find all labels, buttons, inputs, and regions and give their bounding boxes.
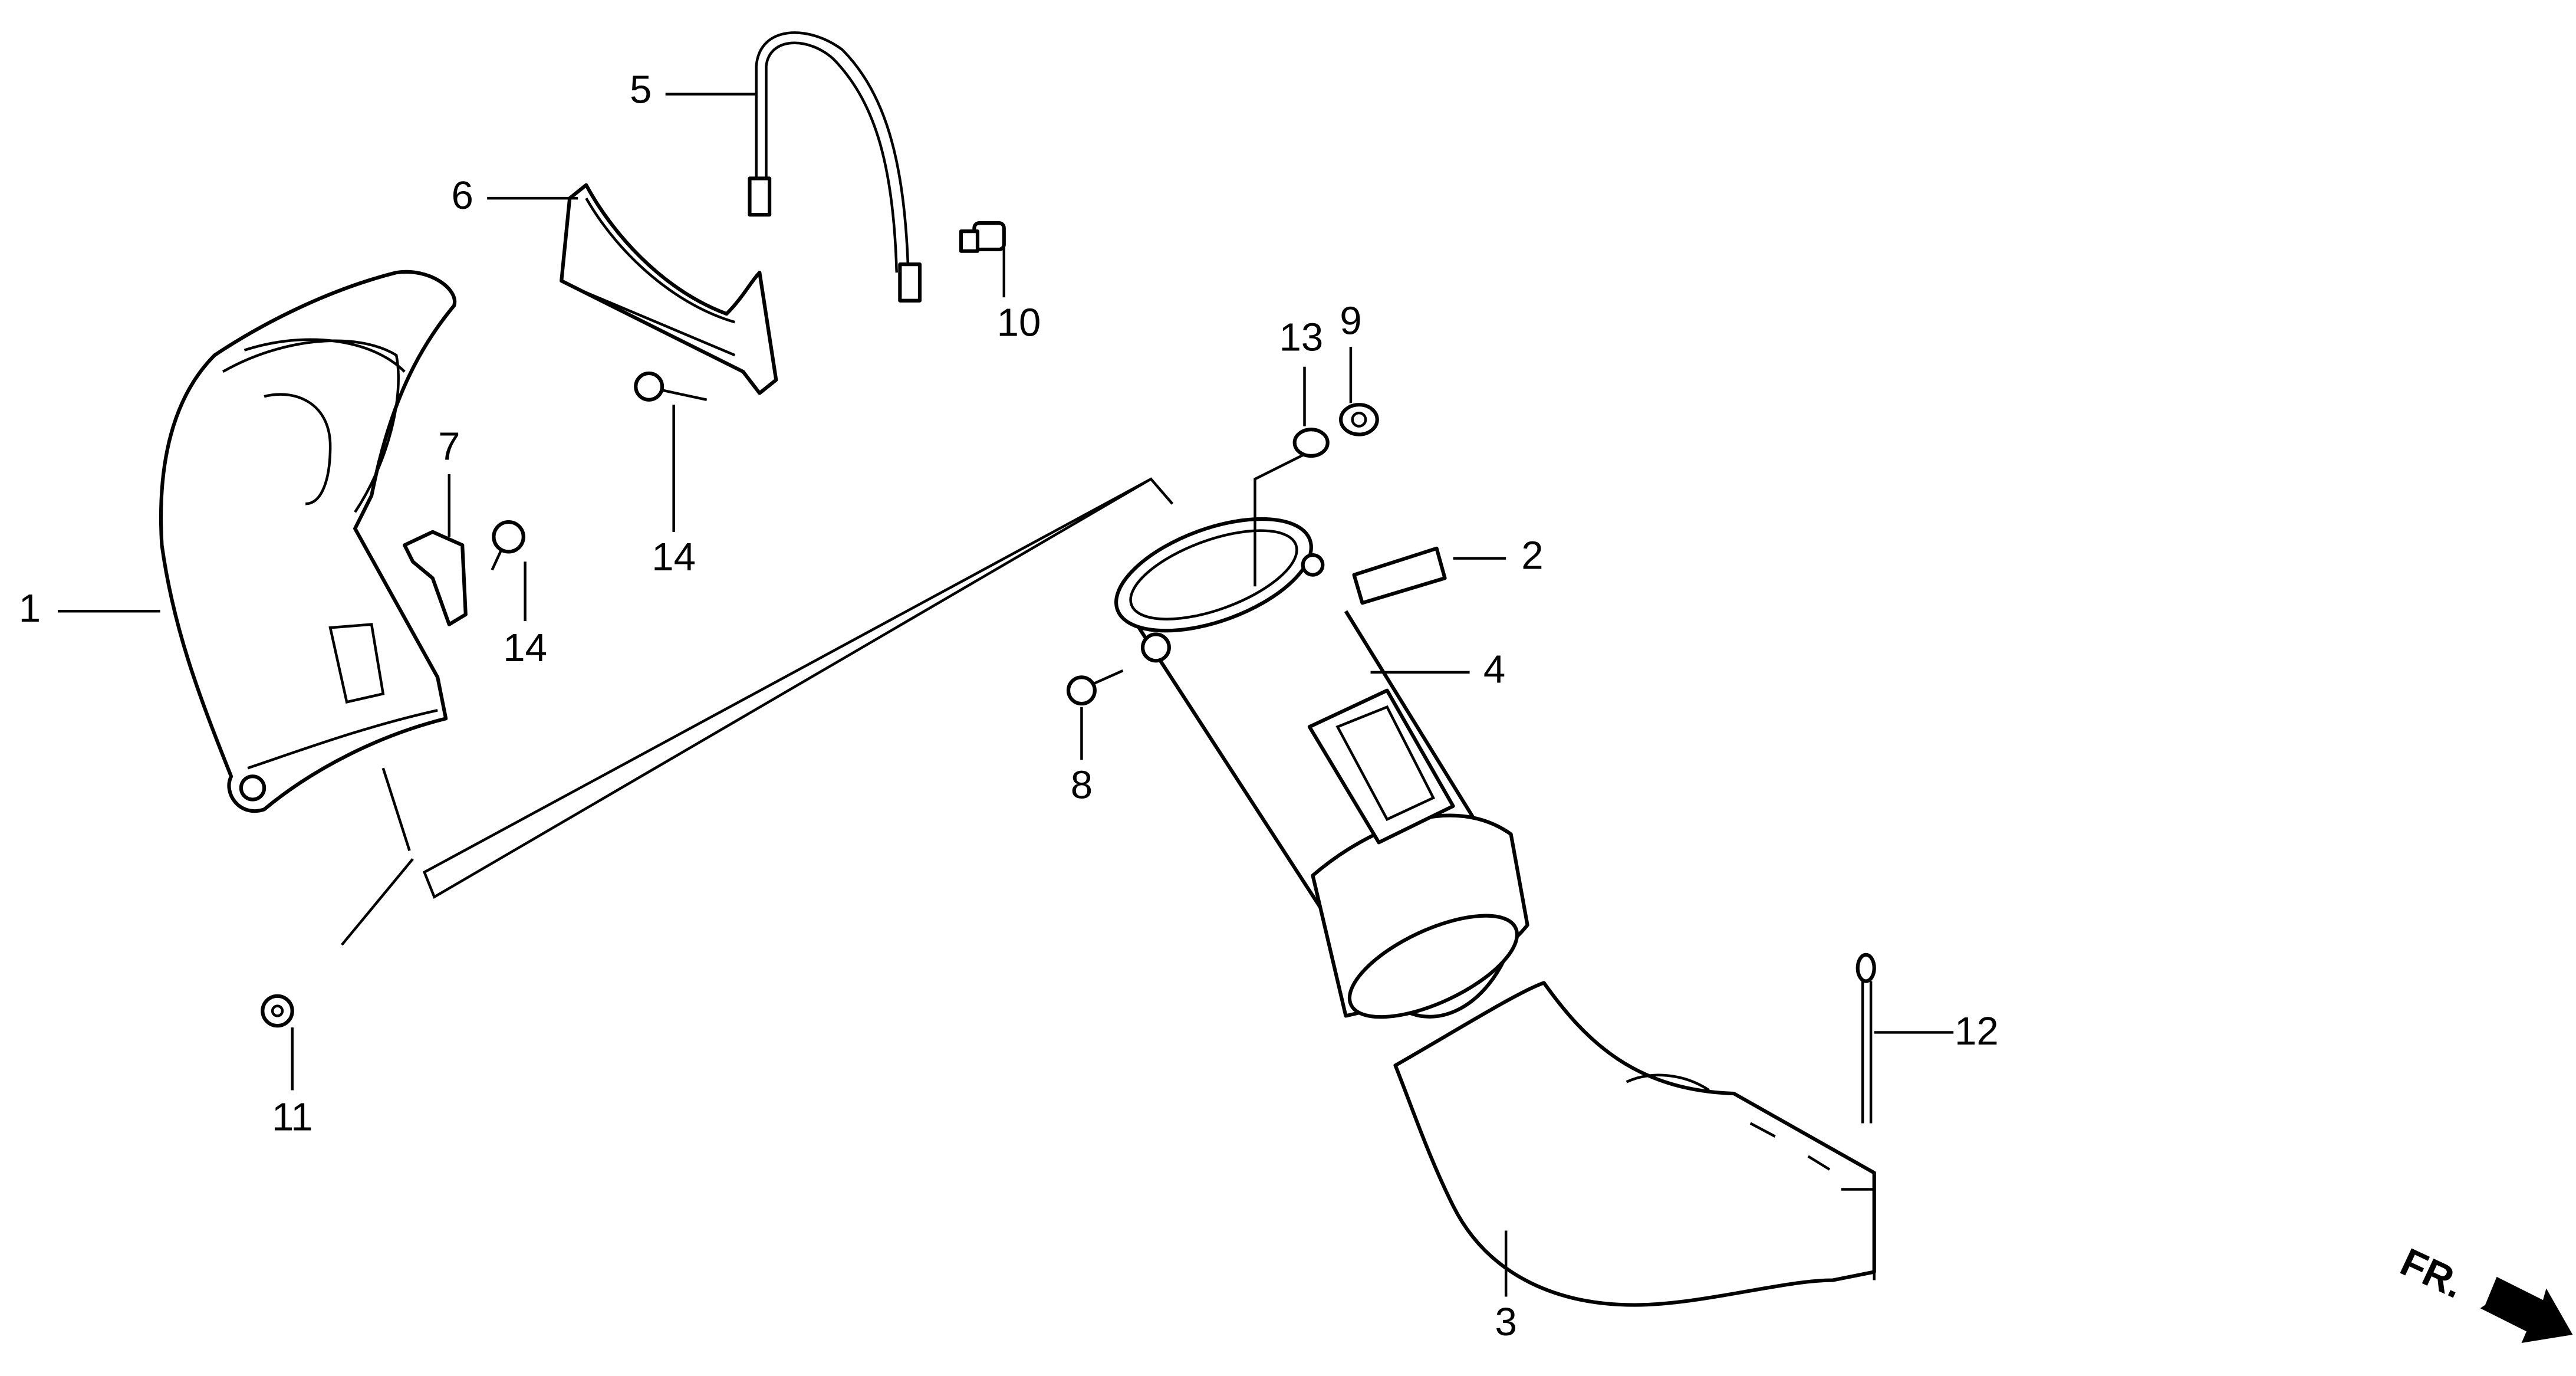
callout-13: 13 xyxy=(1279,316,1324,360)
leader-lines xyxy=(58,93,1954,1297)
part-1-duct-cover xyxy=(159,270,457,813)
part-7-clip xyxy=(403,530,468,626)
arrow-right-down-icon xyxy=(2480,1276,2573,1343)
part-10-bolt xyxy=(959,221,1006,253)
part-6-bracket xyxy=(560,183,778,395)
part-12-pin xyxy=(1855,953,1876,1124)
assembly-lines xyxy=(341,453,1305,946)
part-3-elbow xyxy=(1393,981,1876,1307)
callout-1: 1 xyxy=(19,586,41,630)
callout-6: 6 xyxy=(451,173,473,218)
part-14-bolt-a xyxy=(634,371,708,402)
callout-10: 10 xyxy=(997,301,1041,345)
callout-12: 12 xyxy=(1955,1009,1999,1053)
callout-7: 7 xyxy=(438,425,460,469)
callout-5: 5 xyxy=(630,68,652,112)
part-11-nut xyxy=(261,994,294,1028)
part-13-washer xyxy=(1292,428,1330,458)
part-14-bolt-b xyxy=(491,520,525,571)
part-2-tape xyxy=(1352,546,1447,605)
callout-3: 3 xyxy=(1495,1300,1516,1344)
callout-14-a: 14 xyxy=(652,535,696,579)
callout-11: 11 xyxy=(272,1095,313,1139)
part-5-strap xyxy=(748,31,922,303)
part-8-bolt xyxy=(1066,669,1124,706)
callout-9: 9 xyxy=(1340,299,1361,343)
front-label: FR. xyxy=(2394,1240,2470,1307)
callout-4: 4 xyxy=(1483,648,1505,692)
callout-8: 8 xyxy=(1071,763,1093,807)
front-direction-indicator: FR. xyxy=(2394,1240,2573,1343)
callout-14-b: 14 xyxy=(503,626,547,670)
part-4-tube xyxy=(1114,517,1529,1019)
callout-2: 2 xyxy=(1521,533,1543,577)
part-9-nut xyxy=(1339,403,1379,436)
